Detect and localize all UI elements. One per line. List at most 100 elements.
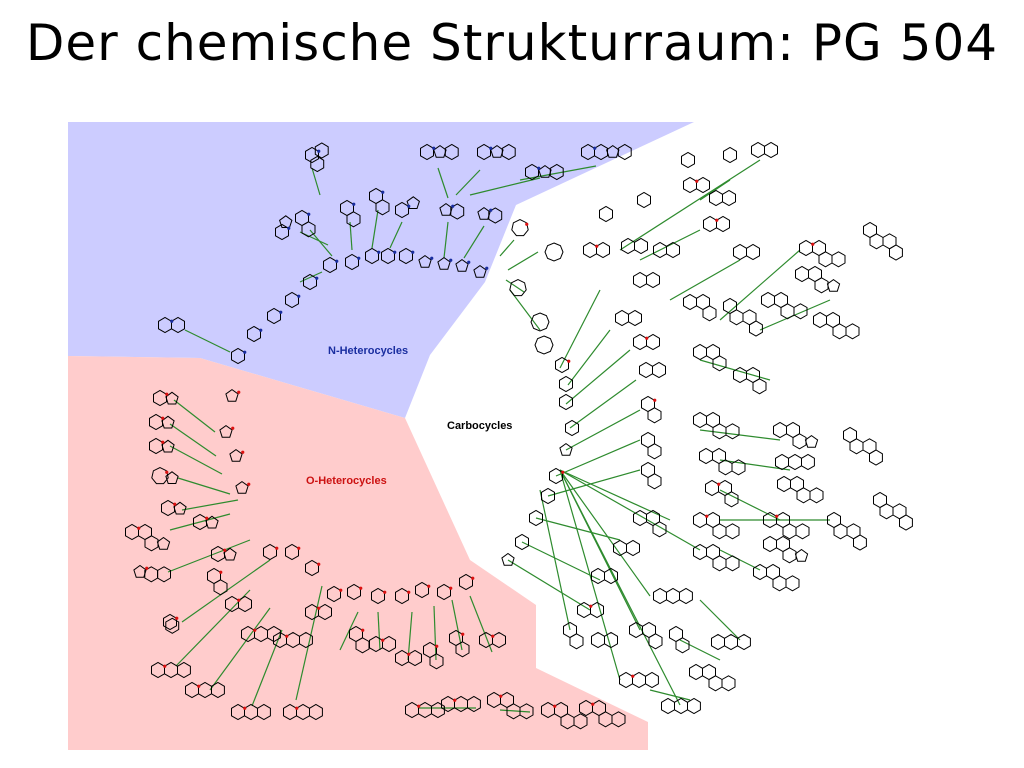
carbocycle-molecule	[613, 539, 640, 557]
carbocycle-molecule	[777, 475, 824, 504]
carbocycle-molecule	[681, 151, 695, 169]
carbocycle-molecule	[599, 205, 613, 223]
similarity-edge	[699, 179, 731, 201]
o-heterocycle-molecule	[415, 581, 431, 599]
carbocycle-molecule	[775, 453, 815, 471]
carbocycle-molecule	[693, 343, 727, 372]
similarity-edge	[173, 399, 216, 433]
similarity-edge	[209, 607, 271, 691]
carbocycle-molecule	[619, 671, 659, 689]
similarity-edge	[559, 469, 651, 597]
n-heterocycle-molecule	[345, 253, 361, 271]
carbocycle-molecule	[559, 442, 573, 456]
similarity-edge	[443, 221, 449, 259]
carbocycle-molecule	[555, 356, 571, 374]
carbocycle-molecule	[633, 509, 667, 538]
carbocycle-molecule	[653, 587, 693, 605]
n-heterocycle-molecule	[323, 256, 339, 274]
similarity-edge	[559, 469, 701, 551]
carbocycle-molecule	[559, 375, 573, 393]
similarity-edge	[679, 639, 721, 661]
n-heterocycle-molecule	[340, 199, 361, 228]
n-heterocycle-molecule	[473, 264, 489, 278]
o-heterocycle-molecule	[285, 543, 301, 561]
similarity-edge	[699, 599, 741, 641]
similarity-edge	[649, 689, 691, 701]
similarity-edge	[175, 589, 251, 667]
o-heterocycle-molecule	[225, 388, 241, 402]
o-heterocycle-molecule	[579, 699, 626, 728]
n-heterocycle-molecule	[365, 247, 381, 265]
carbocycle-molecule	[669, 625, 690, 654]
carbocycle-molecule	[761, 291, 808, 320]
similarity-edge	[184, 329, 231, 353]
carbocycle-molecule	[641, 461, 662, 490]
similarity-edge	[507, 251, 539, 271]
o-heterocycle-molecule	[405, 701, 445, 719]
similarity-edge	[251, 629, 283, 707]
o-heterocycle-molecule	[263, 543, 279, 561]
n-heterocycle-molecule	[275, 215, 293, 241]
similarity-edge	[389, 221, 403, 249]
similarity-edge	[539, 489, 571, 631]
similarity-edge	[455, 169, 481, 196]
o-heterocycle-molecule	[211, 545, 237, 563]
o-heterocycle-molecule	[149, 413, 175, 431]
similarity-edge	[669, 259, 741, 301]
n-heterocycle-molecule	[418, 254, 434, 268]
n-heterocycles-label: N-Heterocycles	[328, 345, 408, 357]
carbocycle-molecule	[534, 335, 554, 355]
carbocycle-molecule	[709, 189, 736, 207]
o-heterocycle-molecule	[441, 695, 481, 713]
similarity-edge	[509, 289, 541, 331]
similarity-edge	[569, 379, 637, 429]
o-heterocycle-molecule	[149, 437, 175, 455]
carbocycle-molecule	[637, 191, 651, 209]
similarity-edge	[719, 549, 761, 571]
o-heterocycle-molecule	[125, 523, 171, 552]
carbocycle-molecule	[703, 215, 730, 233]
n-heterocycle-molecule	[369, 187, 390, 216]
similarity-edge	[555, 439, 641, 477]
o-heterocycle-molecule	[369, 635, 396, 653]
similarity-edge	[507, 559, 591, 611]
similarity-edge	[719, 489, 781, 521]
n-heterocycle-molecule	[305, 142, 329, 173]
o-heterocycle-molecule	[163, 613, 180, 634]
carbocycle-molecule	[549, 467, 565, 485]
similarity-edge	[371, 209, 379, 249]
n-heterocycle-molecule	[158, 316, 185, 334]
carbocycle-molecule	[501, 552, 515, 566]
similarity-edge	[499, 239, 515, 257]
o-heterocycle-molecule	[231, 703, 271, 721]
similarity-edge	[699, 429, 781, 441]
similarity-edge	[567, 329, 611, 386]
carbocycle-molecule	[563, 621, 584, 650]
similarity-edge	[451, 599, 463, 651]
carbocycle-molecule	[577, 601, 604, 619]
o-heterocycle-molecule	[283, 703, 323, 721]
similarity-edge	[169, 445, 223, 475]
carbocycle-molecule	[693, 411, 740, 440]
similarity-edge	[167, 539, 251, 573]
carbocycle-molecule	[799, 239, 846, 268]
o-heterocycle-molecule	[185, 681, 225, 699]
o-heterocycle-molecule	[273, 631, 313, 649]
o-heterocycle-molecule	[459, 573, 475, 591]
o-heterocycle-molecule	[479, 631, 506, 649]
similarity-edge	[463, 225, 485, 259]
similarity-edge	[521, 541, 601, 581]
n-heterocycle-molecule	[247, 325, 263, 343]
n-heterocycle-molecule	[295, 209, 316, 238]
o-heterocycle-molecule	[305, 603, 332, 621]
n-heterocycle-molecule	[439, 202, 465, 220]
carbocycle-molecule	[795, 265, 841, 294]
o-heterocycle-molecule	[449, 629, 470, 658]
carbocycle-molecule	[511, 219, 529, 237]
carbocycle-molecule	[863, 221, 903, 261]
carbocycle-molecule	[873, 491, 913, 531]
carbocycle-molecule	[693, 543, 740, 572]
n-heterocycles-region	[68, 122, 694, 418]
carbocycle-molecule	[711, 633, 751, 651]
